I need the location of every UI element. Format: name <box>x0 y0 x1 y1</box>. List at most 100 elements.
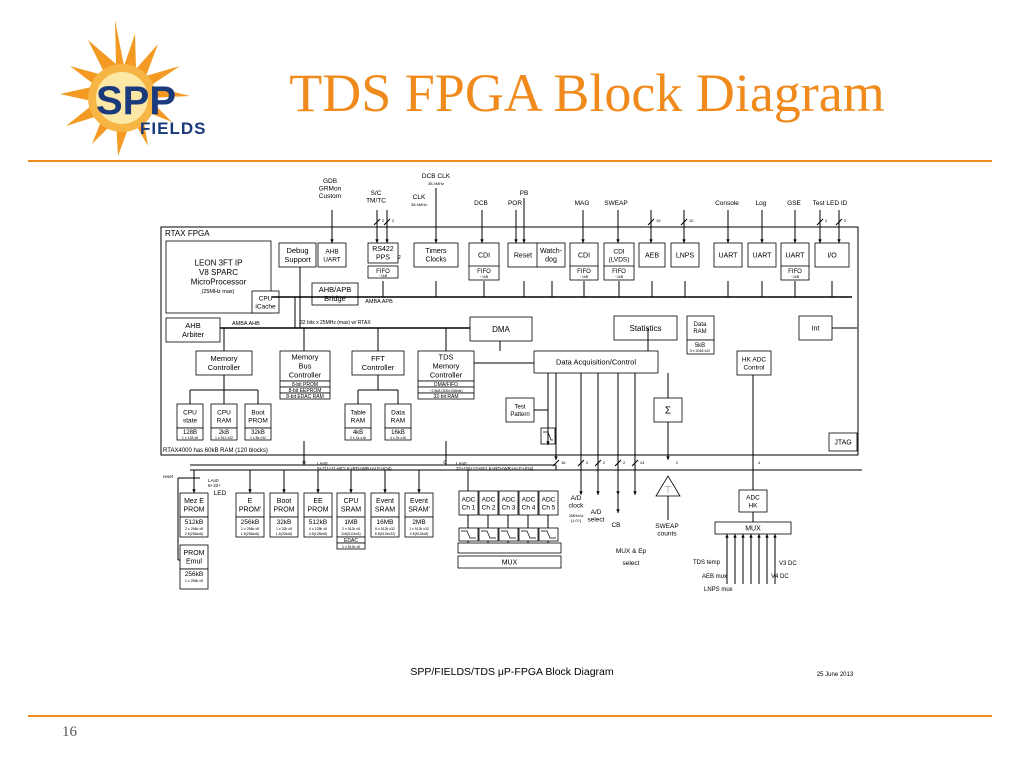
int-block <box>798 315 833 341</box>
fifo-cdi-lvds <box>603 265 635 281</box>
sweap-label: SWEAP <box>604 200 627 207</box>
bus-width-label: 2 <box>623 460 626 465</box>
event-sram-prime-size-label: 2MB <box>412 519 425 526</box>
prom-emul-org: 1 x 256k x8 <box>185 579 203 583</box>
bus-label-2: LAn0 <box>456 461 467 466</box>
cdi-block-2 <box>569 242 599 268</box>
tds-row-label: ~2.5kB (300x108bits) <box>429 389 462 393</box>
ahb-apb-bridge-block-label: Bridge <box>324 294 346 303</box>
cpu-icache-block-label: CPU <box>259 295 273 302</box>
lnps-block-label: LNPS <box>676 252 695 259</box>
data-ram-org: 5 x 2048 x32 <box>690 349 710 353</box>
statistics-block-label: Statistics <box>629 324 661 333</box>
dcb-label: DCB <box>474 200 488 207</box>
uart-block-3 <box>780 242 810 268</box>
stats-data-ram-size <box>686 339 715 355</box>
leon-processor-label: V8 SPARC <box>199 268 238 277</box>
bus-tap: o <box>443 460 447 466</box>
data-ram-internal-label: RAM <box>391 417 405 424</box>
gdb-input-label: GDB <box>323 178 337 185</box>
io-block-label: I/O <box>827 252 837 259</box>
bus-width-label: 2 <box>825 218 828 223</box>
memory-controller-block <box>195 350 253 376</box>
led-label: LED <box>214 490 227 497</box>
fifo-cdi2 <box>569 265 599 281</box>
edac-org <box>336 542 366 550</box>
amba-apb-label: AMBA APB <box>365 299 393 305</box>
arrowhead <box>349 489 353 493</box>
tds-row <box>417 392 475 400</box>
arrowhead <box>282 489 286 493</box>
boot-prom-internal-label: PROM <box>248 417 268 424</box>
aeb-block <box>638 242 666 268</box>
fifo-uart3 <box>780 265 810 281</box>
data-ram-internal-label: Data <box>391 409 405 416</box>
title-divider <box>28 160 992 162</box>
bus-slash <box>631 459 639 467</box>
gdb-input-label: GRMon <box>319 186 342 193</box>
cpu-ram-org: 1 x 512 x32 <box>215 436 233 440</box>
fifo-label: FIFO <box>612 269 626 275</box>
cpu-sram-label: CPU <box>344 498 359 505</box>
fifo-sub: ~1kB <box>615 275 624 279</box>
ee-prom-org: 4 8(128kx8) <box>309 532 327 536</box>
uart-block-1 <box>713 242 743 268</box>
bus-side-label: LAn0 <box>208 478 219 483</box>
data-ram-internal <box>384 403 412 429</box>
ahb-arbiter-block-label: AHB <box>185 321 200 330</box>
arrowhead <box>385 239 389 243</box>
mbc-row-label: 8-bit PROM <box>292 382 318 388</box>
bus-label-1b: 9+2(1+11+8CLK+RD+WR+ALE+IO4) <box>317 466 392 471</box>
memory-bus-controller-block-label: Bus <box>299 362 312 371</box>
arrowhead <box>725 534 729 538</box>
e-prom-label: PROM' <box>239 507 261 514</box>
arrowhead <box>522 239 526 243</box>
bus-slash <box>835 218 843 226</box>
watchdog-block-label: dog <box>545 257 557 264</box>
bus-width-label: 4 <box>758 460 761 465</box>
arrowhead <box>596 491 600 495</box>
mez-e-prom-size <box>179 516 209 538</box>
adc-channel-2-label: ADC <box>482 496 496 503</box>
uart-block-2 <box>747 242 777 268</box>
boot-prom-external <box>269 492 299 518</box>
hk-adc-control-block-label: Control <box>744 364 766 371</box>
table-ram-size-label: 4kB <box>353 430 363 436</box>
ad-select-label: A/D <box>591 509 602 516</box>
dma-block-label: DMA <box>492 325 510 334</box>
ahb-uart-block-label: UART <box>323 256 341 263</box>
arrowhead <box>554 456 558 460</box>
tds-memory-controller-block-label: Memory <box>432 362 459 371</box>
table-ram-label: RAM <box>351 417 365 424</box>
filter-icon <box>541 530 556 539</box>
edac-label: EDAC <box>344 538 358 544</box>
fifo-label: FIFO <box>477 269 491 275</box>
ahb-uart-block <box>317 242 347 268</box>
spp-fields-logo: SPP FIELDS <box>60 20 205 156</box>
mez-e-prom-size-label: 512kB <box>185 519 203 526</box>
arrowhead <box>579 491 583 495</box>
rs422-pps-block <box>367 242 399 264</box>
cdi-lvds-block-label: (LVDS) <box>609 256 630 263</box>
bus-slash <box>647 218 655 226</box>
adc-hk-block-label: HK <box>748 502 758 509</box>
fft-controller-block-label: FFT <box>371 354 385 363</box>
hk-adc-control-block-label: HK ADC <box>742 356 767 363</box>
logo-spp-text: SPP <box>96 79 176 123</box>
adc-channel-5-label: Ch 5 <box>542 504 556 511</box>
mag-label: MAG <box>575 200 590 207</box>
v3-dc-label: V3 DC <box>779 561 797 567</box>
jtag-block <box>828 432 858 452</box>
bus-slash <box>614 459 622 467</box>
pb-label: PB <box>520 190 529 197</box>
tds-memory-controller-block-label: TDS <box>439 353 454 362</box>
boot-prom-internal <box>244 403 272 429</box>
dma-block <box>469 316 533 342</box>
bus-slash <box>680 218 688 226</box>
ee-prom-label: PROM <box>308 507 329 514</box>
tds-temp-label: TDS temp <box>693 560 721 566</box>
statistics-block <box>613 315 678 341</box>
ahb-bus-note: 32 bits x 25MHz (max) w/ RTAX <box>300 320 371 326</box>
amba-ahb-label: AMBA AHB <box>232 321 260 327</box>
arrowhead <box>733 534 737 538</box>
